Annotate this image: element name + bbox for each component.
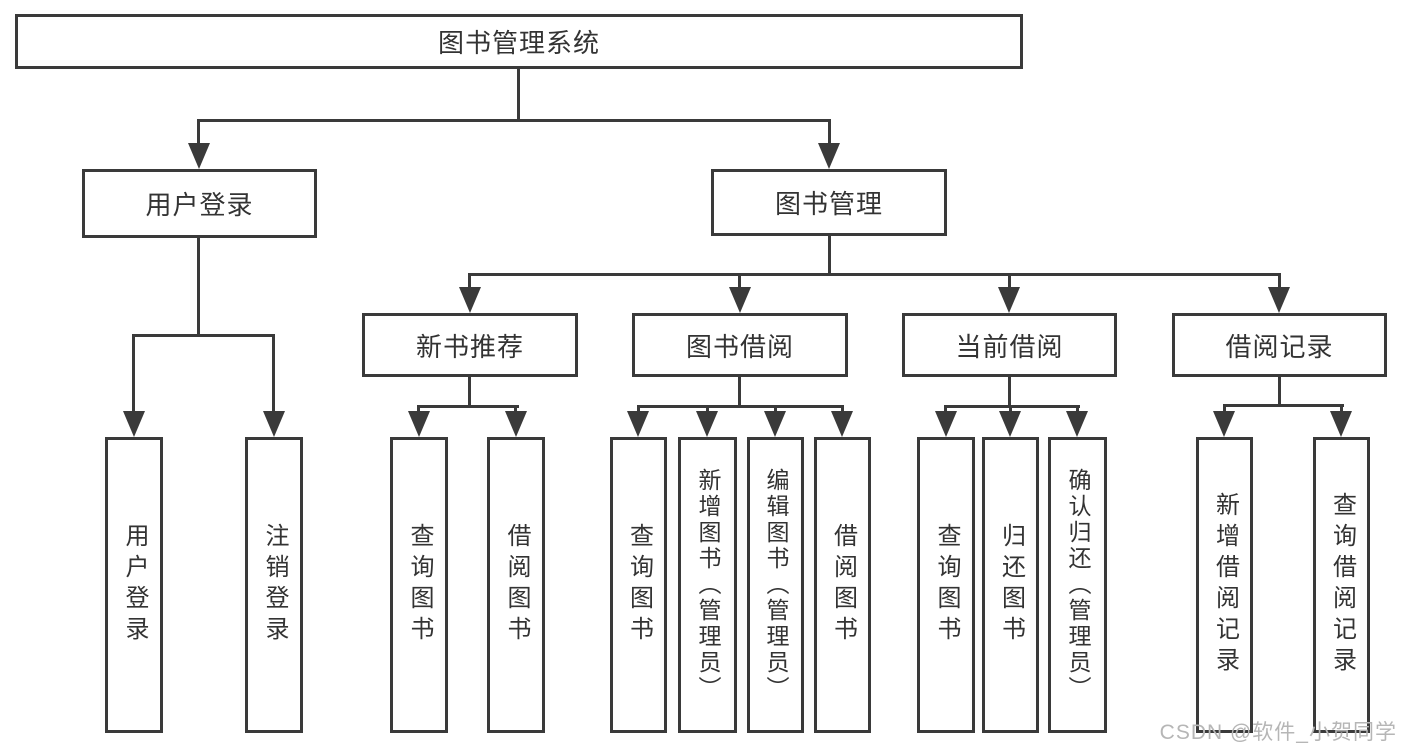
arrow-down-icon bbox=[998, 287, 1020, 313]
connector bbox=[197, 238, 200, 337]
arrow-down-icon bbox=[935, 411, 957, 437]
node-cb-return-books-label: 归还图书 bbox=[997, 523, 1025, 647]
node-book-management: 图书管理 bbox=[711, 169, 947, 236]
node-user-login-branch: 用户登录 bbox=[82, 169, 317, 238]
node-current-borrowing-label: 当前借阅 bbox=[955, 331, 1064, 362]
connector bbox=[1008, 275, 1011, 287]
node-book-management-label: 图书管理 bbox=[774, 189, 883, 219]
connector bbox=[1278, 377, 1281, 407]
node-nb-borrow-books: 借阅图书 bbox=[487, 437, 545, 733]
arrow-down-icon bbox=[459, 287, 481, 313]
node-book-borrowing-label: 图书借阅 bbox=[685, 331, 794, 362]
connector bbox=[132, 336, 135, 411]
node-logout-label: 注销登录 bbox=[261, 523, 288, 647]
csdn-watermark: CSDN @软件_小贺同学 bbox=[1159, 721, 1397, 744]
connector bbox=[468, 377, 471, 408]
node-br-query-record: 查询借阅记录 bbox=[1313, 437, 1370, 733]
arrow-down-icon bbox=[627, 411, 649, 437]
node-nb-borrow-books-label: 借阅图书 bbox=[503, 523, 530, 647]
node-cb-query-books-label: 查询图书 bbox=[933, 523, 960, 647]
node-logout: 注销登录 bbox=[245, 437, 303, 733]
connector bbox=[828, 121, 831, 145]
node-bb-query-books-label: 查询图书 bbox=[625, 523, 653, 647]
node-cb-confirm-return-admin-label: 确认归还（管理员） bbox=[1065, 468, 1091, 702]
node-cb-confirm-return-admin: 确认归还（管理员） bbox=[1048, 437, 1107, 733]
node-book-borrowing: 图书借阅 bbox=[632, 313, 848, 377]
node-user-login-leaf-label: 用户登录 bbox=[121, 523, 148, 647]
connector bbox=[417, 407, 420, 412]
arrow-down-icon bbox=[505, 411, 527, 437]
connector bbox=[417, 405, 519, 408]
node-bb-add-books-admin-label: 新增图书（管理员） bbox=[695, 468, 721, 702]
node-nb-query-books-label: 查询图书 bbox=[406, 523, 433, 647]
node-bb-edit-books-admin: 编辑图书（管理员） bbox=[747, 437, 804, 733]
connector bbox=[1223, 404, 1344, 407]
node-new-book-recommend: 新书推荐 bbox=[362, 313, 578, 377]
connector bbox=[468, 273, 1281, 276]
connector bbox=[944, 407, 947, 412]
arrow-down-icon bbox=[999, 411, 1021, 437]
arrow-down-icon bbox=[1066, 411, 1088, 437]
connector bbox=[132, 334, 275, 337]
arrow-down-icon bbox=[696, 411, 718, 437]
node-bb-borrow-books-label: 借阅图书 bbox=[829, 523, 857, 647]
connector bbox=[1340, 406, 1343, 412]
connector bbox=[1278, 275, 1281, 287]
arrow-down-icon bbox=[831, 411, 853, 437]
node-cb-return-books: 归还图书 bbox=[982, 437, 1039, 733]
connector bbox=[468, 275, 471, 287]
arrow-down-icon bbox=[764, 411, 786, 437]
connector bbox=[1009, 407, 1012, 412]
connector bbox=[828, 236, 831, 276]
connector bbox=[738, 377, 741, 408]
node-borrow-records-label: 借阅记录 bbox=[1225, 331, 1334, 362]
connector bbox=[197, 121, 200, 145]
node-br-query-record-label: 查询借阅记录 bbox=[1328, 492, 1356, 678]
arrow-down-icon bbox=[1330, 411, 1352, 437]
node-current-borrowing: 当前借阅 bbox=[902, 313, 1117, 377]
connector bbox=[738, 275, 741, 287]
arrow-down-icon bbox=[188, 143, 210, 169]
connector bbox=[272, 336, 275, 411]
node-bb-edit-books-admin-label: 编辑图书（管理员） bbox=[763, 468, 789, 702]
connector bbox=[637, 405, 844, 408]
connector bbox=[841, 407, 844, 412]
node-user-login-branch-label: 用户登录 bbox=[145, 190, 254, 220]
connector bbox=[944, 405, 1080, 408]
node-cb-query-books: 查询图书 bbox=[917, 437, 975, 733]
connector bbox=[774, 407, 777, 412]
arrow-down-icon bbox=[729, 287, 751, 313]
connector bbox=[517, 68, 520, 121]
arrow-down-icon bbox=[408, 411, 430, 437]
node-bb-add-books-admin: 新增图书（管理员） bbox=[678, 437, 737, 733]
node-bb-borrow-books: 借阅图书 bbox=[814, 437, 871, 733]
node-new-book-recommend-label: 新书推荐 bbox=[415, 331, 524, 362]
node-borrow-records: 借阅记录 bbox=[1172, 313, 1387, 377]
node-nb-query-books: 查询图书 bbox=[390, 437, 448, 733]
node-br-add-record-label: 新增借阅记录 bbox=[1211, 492, 1239, 678]
node-root: 图书管理系统 bbox=[15, 14, 1023, 69]
arrow-down-icon bbox=[1268, 287, 1290, 313]
connector bbox=[1223, 406, 1226, 412]
connector bbox=[514, 407, 517, 412]
connector bbox=[1008, 377, 1011, 408]
connector bbox=[706, 407, 709, 412]
arrow-down-icon bbox=[818, 143, 840, 169]
connector bbox=[637, 407, 640, 412]
arrow-down-icon bbox=[263, 411, 285, 437]
node-root-label: 图书管理系统 bbox=[437, 28, 600, 58]
node-user-login-leaf: 用户登录 bbox=[105, 437, 163, 733]
arrow-down-icon bbox=[1213, 411, 1235, 437]
connector bbox=[197, 119, 831, 122]
arrow-down-icon bbox=[123, 411, 145, 437]
node-bb-query-books: 查询图书 bbox=[610, 437, 667, 733]
node-br-add-record: 新增借阅记录 bbox=[1196, 437, 1253, 733]
connector bbox=[1076, 407, 1079, 412]
